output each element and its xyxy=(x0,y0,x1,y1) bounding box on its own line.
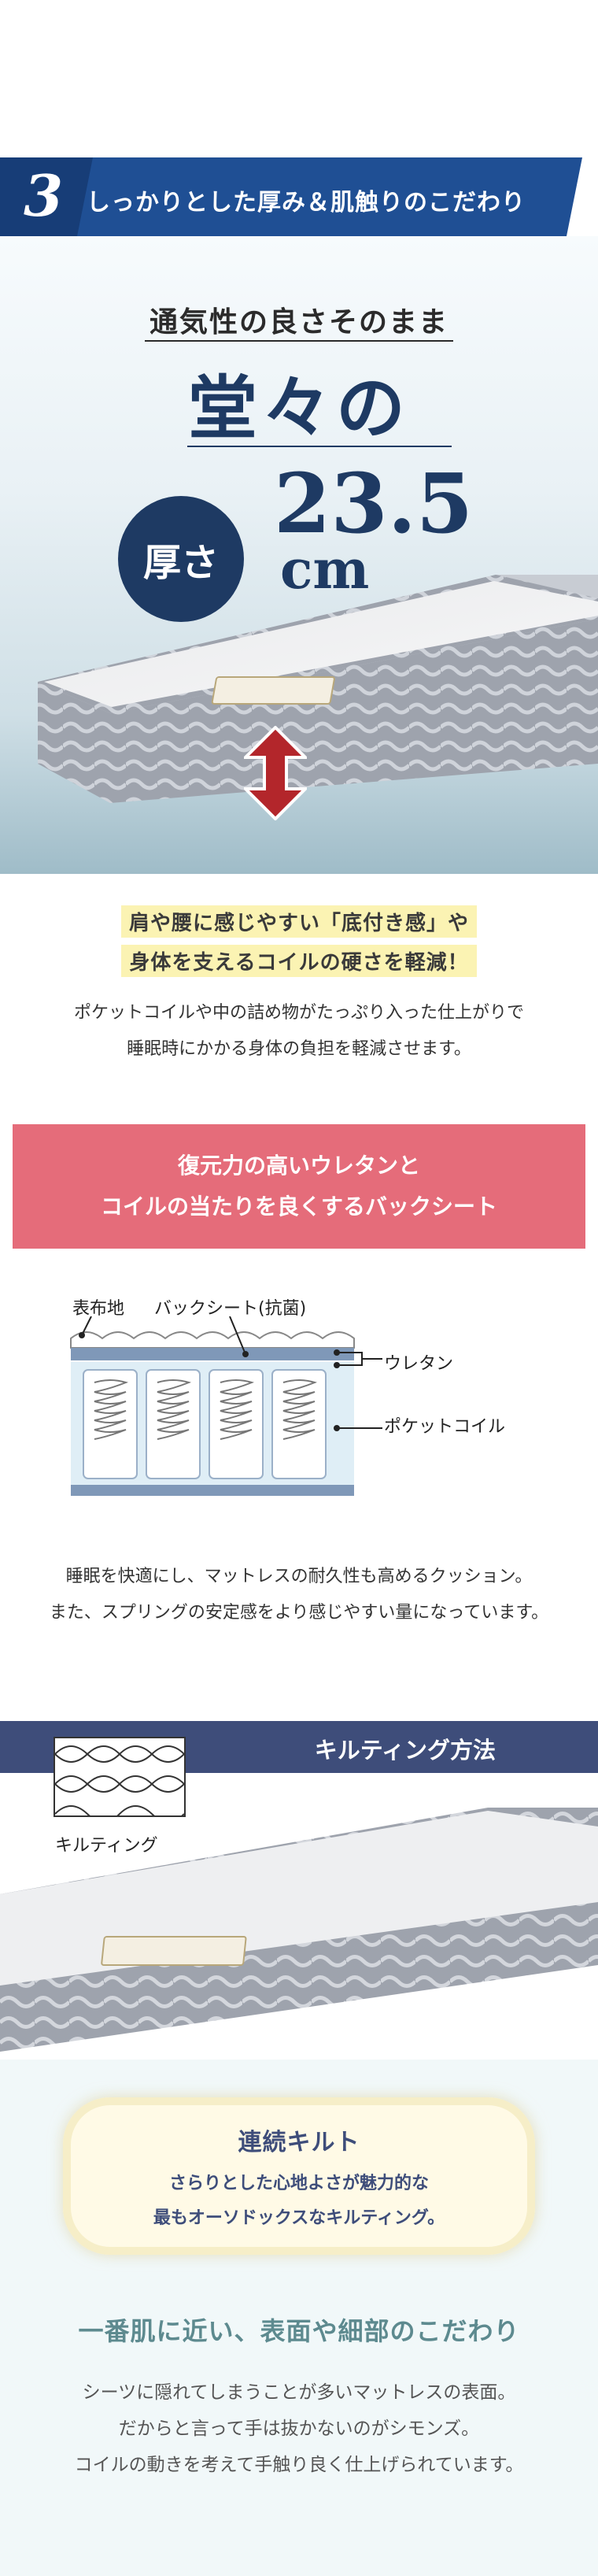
continuous-quilt-card xyxy=(63,2097,535,2255)
pill-body: さらりとした心地よさが魅力的な 最もオーソドックスなキルティング。 xyxy=(63,2167,535,2236)
section2-body-line-2: 睡眠時にかかる身体の負担を軽減させます。 xyxy=(127,1039,471,1059)
pill-title: 連続キルト xyxy=(238,2129,360,2156)
section3-body: 睡眠を快適にし、マットレスの耐久性も高めるクッション。 また、スプリングの安定感… xyxy=(0,1559,598,1631)
section2-body: ポケットコイルや中の詰め物がたっぷり入った仕上がりで 睡眠時にかかる身体の負担を… xyxy=(0,995,598,1068)
quilt-label: キルティング xyxy=(55,1836,158,1856)
highlight-line-1-wrap: 肩や腰に感じやすい「底付き感」や xyxy=(0,905,598,938)
thickness-unit: cm xyxy=(280,539,370,601)
label-cover: 表布地 xyxy=(72,1299,125,1319)
headline-underline xyxy=(187,446,452,447)
headline-wrap: 堂々の xyxy=(0,353,598,453)
cushion-title-line-1: 復元力の高いウレタンと xyxy=(177,1153,420,1179)
section-banner xyxy=(0,157,582,236)
mattress-illustration xyxy=(38,575,598,803)
section3-body-line-2: また、スプリングの安定感をより感じやすい量になっています。 xyxy=(49,1603,549,1623)
section3-body-line-1: 睡眠を快適にし、マットレスの耐久性も高めるクッション。 xyxy=(65,1567,533,1586)
pill-body-line-2: 最もオーソドックスなキルティング。 xyxy=(153,2208,445,2228)
thickness-badge: 厚さ xyxy=(118,496,244,622)
label-urethane: ウレタン xyxy=(384,1354,454,1374)
details-heading-wrap: 一番肌に近い、表面や細部のこだわり xyxy=(0,2311,598,2348)
cushion-title-line-2: コイルの当たりを良くするバックシート xyxy=(100,1194,497,1220)
cushion-title-box: 復元力の高いウレタンと コイルの当たりを良くするバックシート xyxy=(13,1124,585,1249)
mattress-corner-illustration xyxy=(0,1808,598,2052)
headline: 堂々の xyxy=(187,367,410,449)
subheading: 通気性の良さそのまま xyxy=(149,306,448,339)
banner-title: しっかりとした厚み＆肌触りのこだわり xyxy=(87,189,526,217)
pill-body-line-1: さらりとした心地よさが魅力的な xyxy=(168,2174,429,2193)
details-heading: 一番肌に近い、表面や細部のこだわり xyxy=(78,2316,520,2346)
quilt-pattern-swatch xyxy=(54,1737,186,1817)
details-body-line-1: シーツに隠れてしまうことが多いマットレスの表面。 xyxy=(82,2382,516,2403)
quilting-method-title: キルティング方法 xyxy=(314,1737,496,1764)
section2-body-line-1: ポケットコイルや中の詰め物がたっぷり入った仕上がりで xyxy=(73,1003,524,1023)
subheading-wrap: 通気性の良さそのまま xyxy=(0,299,598,340)
quilt-pattern-icon xyxy=(55,1745,184,1815)
top-whitespace xyxy=(0,0,598,157)
thickness-arrow-icon xyxy=(244,726,307,820)
highlight-line-2: 身体を支えるコイルの硬さを軽減！ xyxy=(121,945,477,977)
label-back-sheet: バックシート(抗菌) xyxy=(154,1299,307,1319)
cushion-structure-diagram xyxy=(70,1316,382,1496)
highlight-line-2-wrap: 身体を支えるコイルの硬さを軽減！ xyxy=(0,945,598,977)
highlight-line-1: 肩や腰に感じやすい「底付き感」や xyxy=(120,905,477,938)
section-number: 3 xyxy=(24,162,64,229)
details-body: シーツに隠れてしまうことが多いマットレスの表面。 だからと言って手は抜かないのが… xyxy=(0,2374,598,2483)
pill-title-wrap: 連続キルト xyxy=(63,2123,535,2157)
label-pocket-coil: ポケットコイル xyxy=(384,1417,506,1437)
details-body-line-3: コイルの動きを考えて手触り良く仕上げられています。 xyxy=(74,2455,524,2475)
thickness-value: 23.5 xyxy=(274,455,474,552)
subheading-underline xyxy=(145,340,453,342)
details-body-line-2: だからと言って手は抜かないのがシモンズ。 xyxy=(118,2419,480,2439)
